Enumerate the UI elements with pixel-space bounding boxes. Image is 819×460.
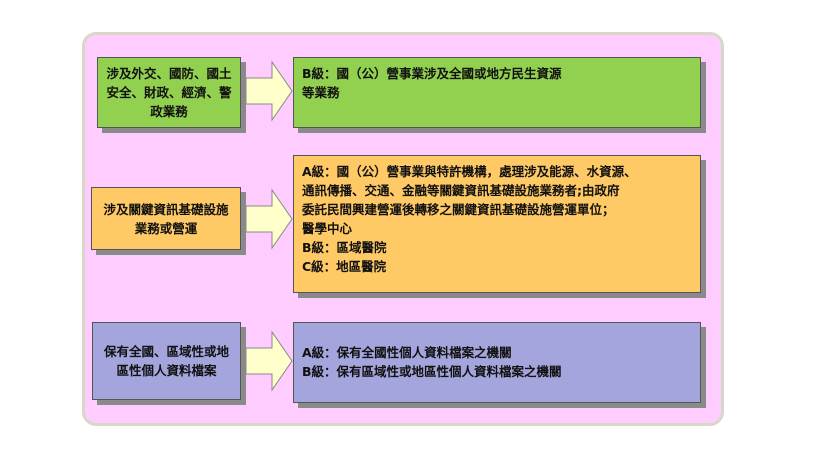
- level-description-2: A級：國（公）營事業與特許機構，處理涉及能源、水資源、 通訊傳播、交通、金融等關…: [293, 155, 701, 293]
- category-label: 涉及外交、國防、國土安全、財政、經濟、警政業務: [106, 66, 232, 119]
- desc-line: 醫學中心: [302, 221, 353, 236]
- level-description-3: A級：保有全國性個人資料檔案之機關 B級：保有區域性或地區性個人資料檔案之機關: [293, 322, 701, 403]
- desc-line: B級：保有區域性或地區性個人資料檔案之機關: [302, 364, 562, 379]
- category-foreign-defense: 涉及外交、國防、國土安全、財政、經濟、警政業務: [97, 57, 241, 128]
- desc-line: A級：保有全國性個人資料檔案之機關: [302, 345, 512, 360]
- desc-line: B級：區域醫院: [302, 240, 387, 255]
- arrow-right-icon: [245, 60, 293, 122]
- category-critical-infrastructure: 涉及關鍵資訊基礎設施業務或營運: [91, 187, 241, 250]
- desc-line: 委託民間興建營運後轉移之關鍵資訊基礎設施營運單位；: [302, 202, 615, 217]
- desc-line: 通訊傳播、交通、金融等關鍵資訊基礎設施業務者;由政府: [302, 183, 620, 198]
- desc-line: 等業務: [302, 85, 340, 100]
- desc-line: B級：國（公）營事業涉及全國或地方民生資源: [302, 66, 562, 81]
- arrow-right-icon: [245, 330, 293, 392]
- category-personal-data: 保有全國、區域性或地區性個人資料檔案: [92, 322, 241, 400]
- arrow-right-icon: [245, 188, 293, 250]
- category-label: 保有全國、區域性或地區性個人資料檔案: [103, 344, 229, 378]
- category-label: 涉及關鍵資訊基礎設施業務或營運: [103, 201, 229, 236]
- level-description-1: B級：國（公）營事業涉及全國或地方民生資源 等業務: [293, 57, 701, 128]
- desc-line: C級：地區醫院: [302, 259, 387, 274]
- desc-line: A級：國（公）營事業與特許機構，處理涉及能源、水資源、: [302, 164, 637, 179]
